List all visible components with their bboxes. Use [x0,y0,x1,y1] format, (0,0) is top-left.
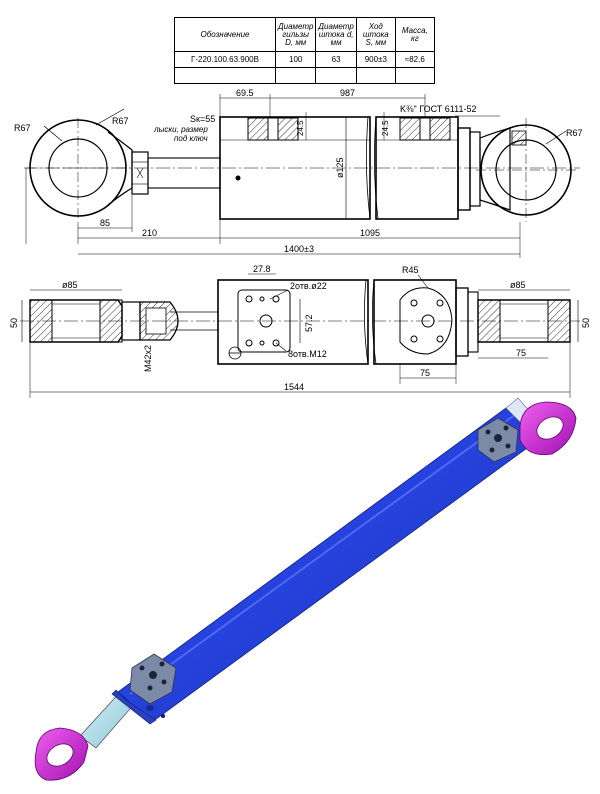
dim-50-left: 50 [9,318,19,328]
wrench-note-2: под ключ [174,134,208,143]
side-view [24,94,580,258]
empty-cell [274,67,317,84]
cell-designation: Г-220.100.63.900В [174,51,276,68]
spec-table-row: Г-220.100.63.900В 100 63 900±3 ≈82.6 [174,51,435,68]
cylinder-3d-render [34,397,577,781]
dim-diameter-85-right: ø85 [510,280,526,290]
radius-r67-right: R67 [566,128,583,138]
cell-stroke: 900±3 [355,51,396,68]
empty-cell [174,67,276,84]
dim-diameter-125: ø125 [335,157,345,178]
plan-barrel-right [373,279,479,365]
dim-r45: R45 [402,265,419,275]
surface-mark [228,346,242,360]
header-designation: Обозначение [174,17,276,52]
dim-50-right: 50 [581,318,591,328]
dim-75-b: 75 [516,348,526,358]
dim-24-5-b: 24.5 [381,120,390,136]
wrench-size: Sк=55 [190,114,215,124]
header-rod-diameter: Диаметр штока d, мм [315,17,357,52]
header-mass: Масса, кг [394,17,435,52]
dim-69-5: 69.5 [236,88,254,98]
dim-85: 85 [100,218,110,228]
cell-mass: ≈82.6 [394,51,435,68]
dim-1095: 1095 [360,228,380,238]
dim-diameter-85-left: ø85 [62,280,78,290]
right-eye-end [476,118,578,222]
render-eye-lower [34,727,89,781]
dim-57-2: 57.2 [304,314,314,332]
plan-view [20,273,580,398]
render-barrel [111,397,549,725]
render-eye-upper [519,401,577,456]
side-view-labels: 69.5 987 24.5 24.5 R67 R67 R67 Sк=55 лыс… [14,88,583,254]
header-bore-diameter: Диаметр гильзы D, мм [274,17,317,52]
barrel-left [219,116,371,220]
cell-rod-diameter: 63 [315,51,357,68]
dim-210: 210 [142,228,157,238]
empty-cell [394,67,435,84]
dim-75-a: 75 [420,368,430,378]
barrel-right [375,116,481,220]
dim-1544: 1544 [284,382,304,392]
header-stroke: Ход штока S, мм [355,17,396,52]
dim-987: 987 [340,88,355,98]
wrench-note-1: лыски, размер [153,125,208,134]
render-port-flange-lower [129,653,177,705]
spec-table: Обозначение Диаметр гильзы D, мм Диаметр… [174,17,435,84]
spec-table-empty-row [174,67,435,84]
empty-cell [315,67,357,84]
dim-m42: M42x2 [143,345,153,372]
plan-view-labels: ø85 27.8 2отв.ø22 R45 ø85 50 57.2 50 M42… [9,264,591,392]
render-port-flange-upper [477,417,519,463]
port-thread: K⅜" ГОСТ 6111-52 [400,104,476,114]
cell-bore-diameter: 100 [274,51,317,68]
dim-2-holes: 2отв.ø22 [290,281,327,291]
dim-24-5-a: 24.5 [296,120,305,136]
radius-r67-eye: R67 [112,116,129,126]
rod-end-hex [131,151,221,195]
dim-8-holes: 8отв.M12 [288,349,327,359]
dim-1400: 1400±3 [284,244,314,254]
spec-table-header-row: Обозначение Диаметр гильзы D, мм Диаметр… [174,17,435,52]
empty-cell [355,67,396,84]
dim-27-8: 27.8 [253,264,271,274]
radius-r67-left: R67 [14,123,31,133]
left-eye-end [25,108,133,244]
